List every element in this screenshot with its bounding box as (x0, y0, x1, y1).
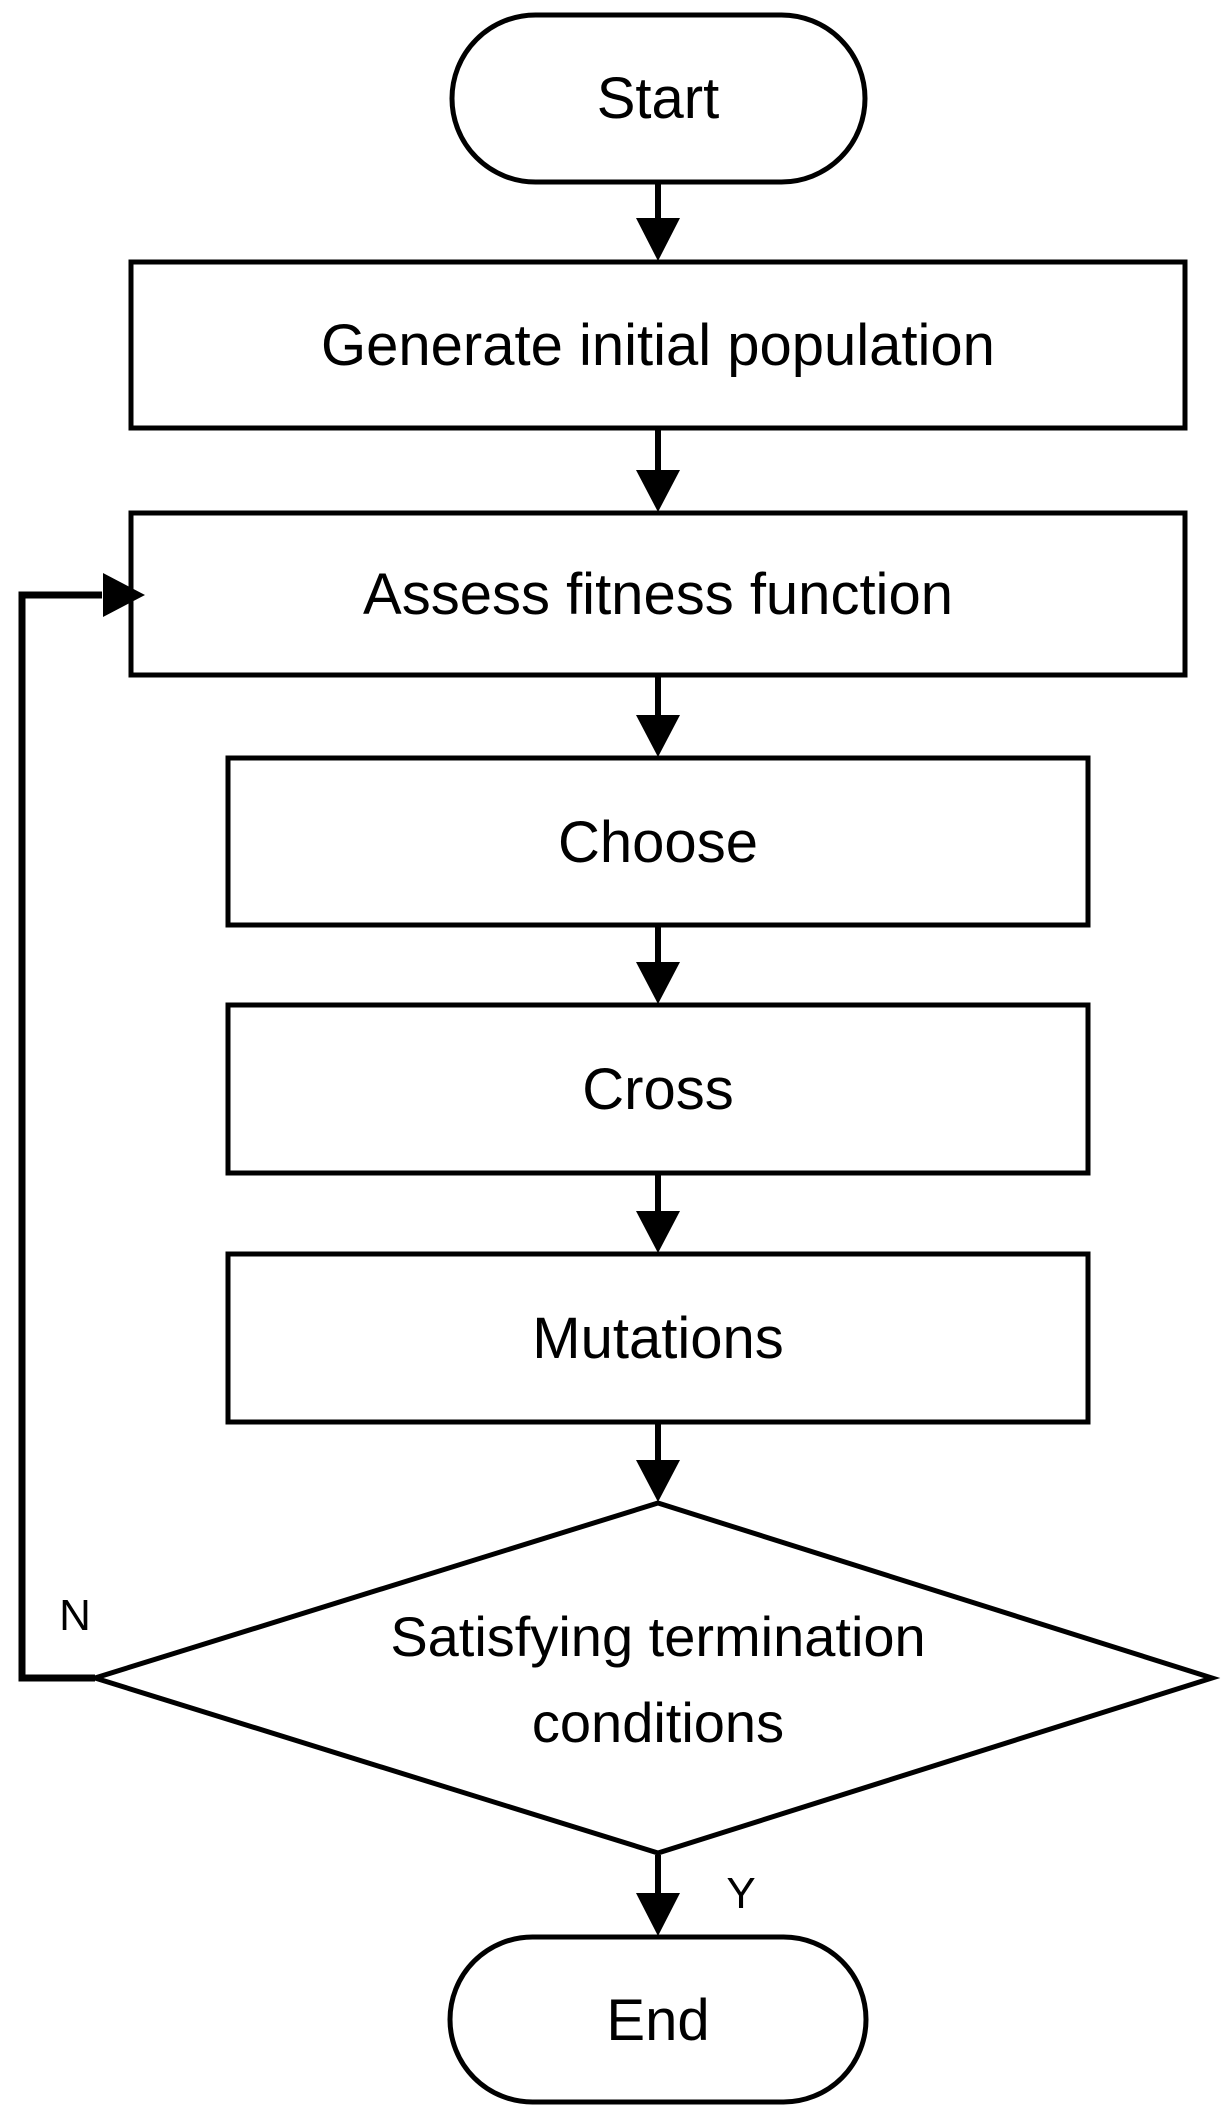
cross-label: Cross (582, 1057, 733, 1122)
assess-fitness-function-label: Assess fitness function (363, 562, 953, 627)
cross-node (225, 1002, 1091, 1176)
end-node-label: End (606, 1988, 709, 2053)
arrowhead-choose-to-cross (636, 962, 680, 1004)
start-node (449, 12, 868, 185)
mutations-node (225, 1251, 1091, 1425)
choose-label: Choose (558, 810, 758, 875)
start-node-label: Start (597, 66, 720, 131)
arrowhead-start-to-generate (636, 218, 680, 261)
end-node (447, 1934, 869, 2105)
decision-label-line2: conditions (532, 1691, 784, 1754)
loop-no-branch-connector (18, 591, 102, 1682)
generate-initial-population-label: Generate initial population (321, 313, 995, 378)
arrowhead-cross-to-mutations (636, 1211, 680, 1253)
arrowhead-decision-to-end (636, 1893, 680, 1936)
arrowhead-generate-to-assess (636, 470, 680, 512)
arrowhead-assess-to-choose (636, 715, 680, 757)
decision-label-line1: Satisfying termination (390, 1605, 925, 1668)
no-branch-label: N (59, 1591, 91, 1640)
generate-initial-population-node (128, 259, 1188, 431)
choose-node (225, 755, 1091, 928)
yes-branch-label: Y (726, 1869, 755, 1918)
arrowhead-no-branch-to-assess (103, 573, 145, 617)
mutations-label: Mutations (532, 1306, 783, 1371)
decision-node (86, 1500, 1221, 1856)
arrowhead-mutations-to-decision (636, 1460, 680, 1502)
